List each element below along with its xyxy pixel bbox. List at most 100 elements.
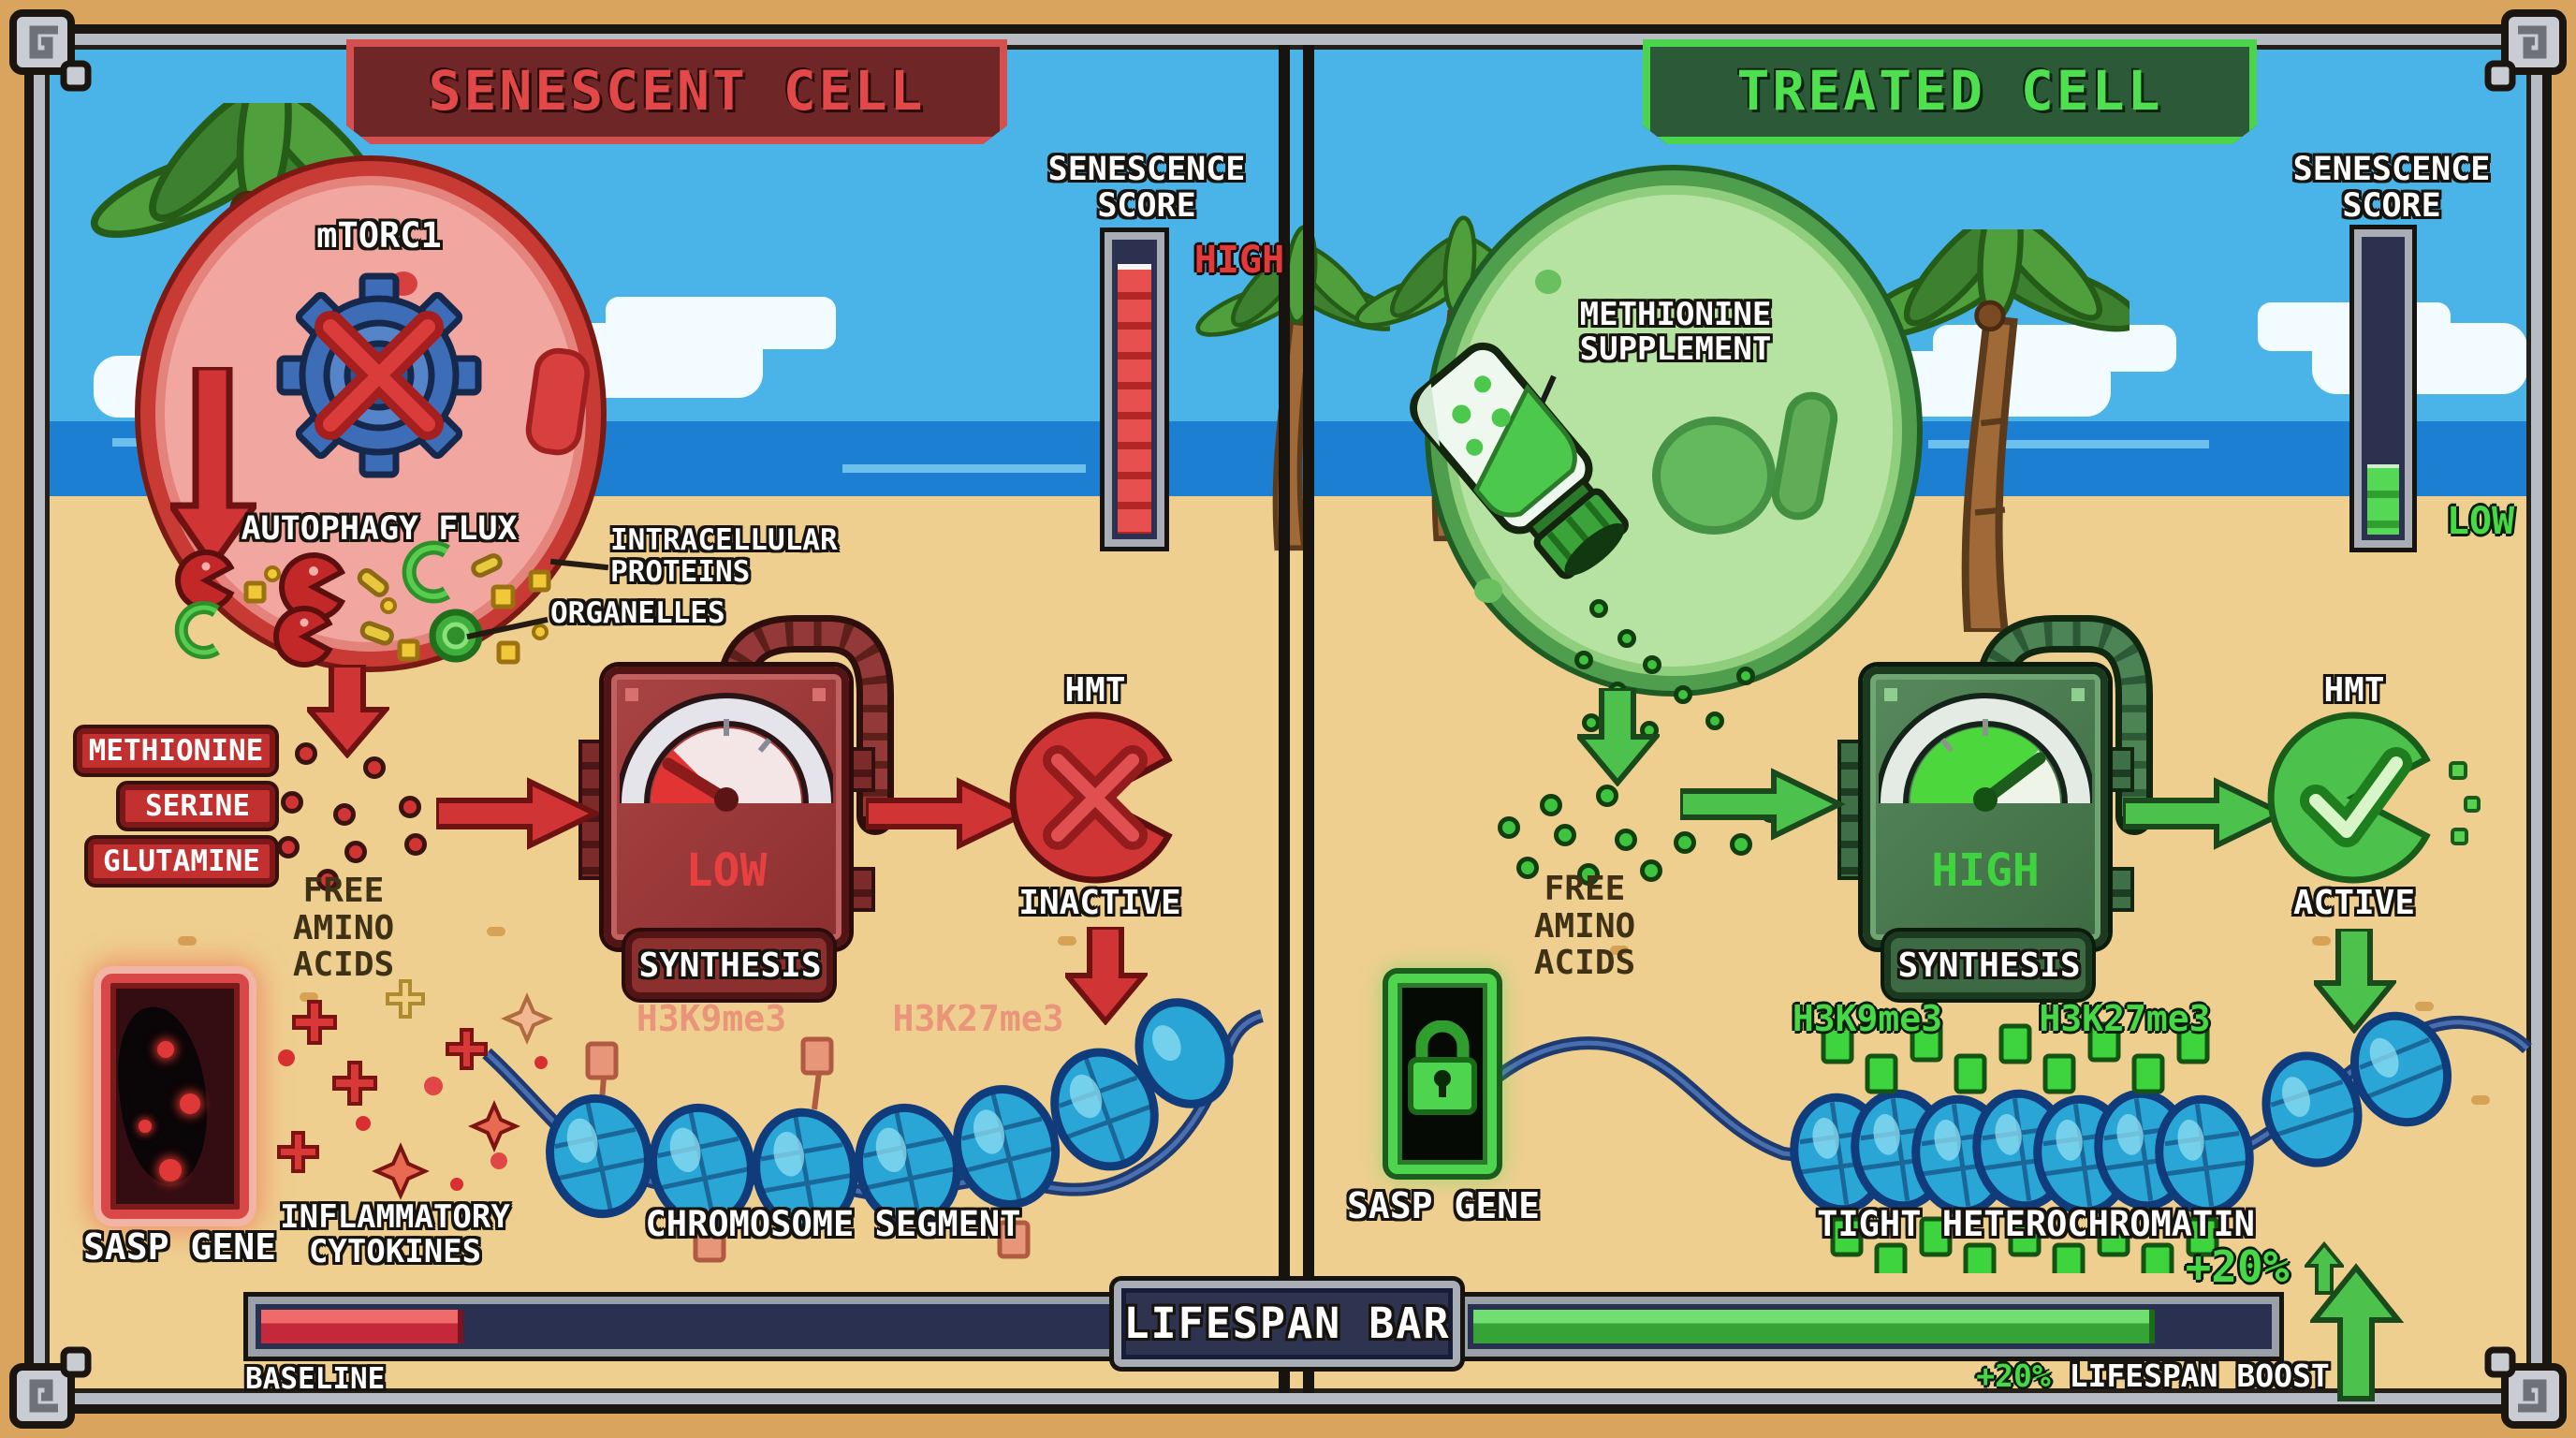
boost-caption: +20% LIFESPAN BOOST <box>1956 1357 2349 1394</box>
amino-acid-dot <box>399 796 421 818</box>
hmt-label-right: HMT <box>2323 671 2385 710</box>
supplement-dot <box>1617 629 1636 648</box>
autophagy-down-arrow-icon <box>170 367 256 568</box>
machine-outlet <box>845 867 875 912</box>
chromosome-segment-left <box>482 998 1265 1263</box>
right-senescence-score-label: SENESCENCE SCORE <box>2292 151 2491 225</box>
sand-speck <box>178 936 197 946</box>
synthesis-level-left: LOW <box>685 844 768 897</box>
x-mark-icon <box>1043 745 1148 850</box>
sand-speck <box>2415 1002 2434 1011</box>
pacman-icon <box>273 606 333 668</box>
amino-acid-dot <box>1516 857 1539 879</box>
nucleosome <box>952 1085 1061 1209</box>
organelles-label: ORGANELLES <box>550 596 725 630</box>
gauge-icon <box>1879 693 2092 812</box>
hmt-enzyme-inactive <box>1009 712 1173 884</box>
amino-acid-dot <box>1577 863 1600 886</box>
protein-square <box>243 580 267 604</box>
left-score-level: HIGH <box>1193 239 1285 282</box>
right-panel-title: TREATED CELL <box>1736 59 2163 124</box>
cell-green-dot <box>1535 270 1561 294</box>
autophagy-flux-label: AUTOPHAGY FLUX <box>241 510 518 548</box>
lifespan-bar-label: LIFESPAN BAR <box>1123 1299 1451 1349</box>
nucleosome <box>546 1093 652 1219</box>
frame-gray-band <box>34 34 2542 1404</box>
amino-acid-dot <box>1498 816 1520 839</box>
cloud <box>2312 323 2527 394</box>
methyl-tag <box>800 1036 834 1110</box>
flow-arrow-icon <box>866 777 1032 850</box>
sand-speck <box>2471 1095 2490 1105</box>
nucleosome <box>752 1108 858 1233</box>
nucleosome <box>1050 1048 1159 1171</box>
boost-caption-percent: +20% <box>1976 1357 2051 1394</box>
amino-acid-dot <box>404 833 427 856</box>
chromosome-segment-caption: CHROMOSOME SEGMENT <box>645 1204 1021 1244</box>
inflammatory-cytokines-label: INFLAMMATORY CYTOKINES <box>280 1198 510 1271</box>
machine-outlet <box>2104 867 2134 912</box>
sasp-dot <box>157 1041 174 1058</box>
sasp-gene-label-right: SASP GENE <box>1347 1185 1540 1226</box>
nucleosome <box>2155 1094 2254 1216</box>
h3k27me3-label-left: H3K27me3 <box>892 998 1064 1039</box>
cytokine-sparkles <box>277 979 553 1200</box>
sasp-gene-locked <box>1388 974 1497 1174</box>
baseline-label: BASELINE <box>245 1362 386 1396</box>
panel-divider <box>1303 45 1314 1393</box>
synthesis-level-right: HIGH <box>1931 844 2040 897</box>
supplement-dot <box>1643 655 1661 674</box>
tight-heterochromatin-caption: TIGHT HETEROCHROMATIN <box>1817 1204 2255 1244</box>
h3k9me3-label-left: H3K9me3 <box>636 998 787 1039</box>
flow-arrow-icon <box>2123 777 2289 850</box>
methionine-box: METHIONINE <box>77 728 275 773</box>
lifespan-up-arrow-icon <box>2310 1263 2404 1401</box>
protein-square <box>496 640 520 665</box>
machine-screw <box>625 688 638 701</box>
amino-acid-dot <box>1596 785 1618 807</box>
hmt-status-left: INACTIVE <box>1018 884 1181 922</box>
lifespan-bar-badge: LIFESPAN BAR <box>1114 1281 1460 1367</box>
machine-base-left <box>625 932 833 999</box>
cell-green-dot <box>1474 579 1502 603</box>
amino-acid-dot <box>1730 833 1752 856</box>
corner-ornament <box>9 1346 92 1429</box>
machine-screw <box>1884 688 1897 701</box>
synthesis-label-right: SYNTHESIS <box>1897 946 2081 985</box>
supplement-dot <box>1574 651 1593 669</box>
nucleosome <box>2261 1051 2363 1167</box>
corner-ornament <box>2484 9 2567 92</box>
hmt-status-right: ACTIVE <box>2292 884 2416 922</box>
supplement-dot <box>1589 599 1608 618</box>
machine-screw <box>2071 688 2085 701</box>
chromosome-segment-right <box>1498 1011 2532 1273</box>
cell-output-arrow-icon <box>307 665 389 758</box>
serine-box: SERINE <box>120 785 275 828</box>
sasp-dot <box>159 1159 182 1181</box>
cell-output-arrow-icon <box>1577 688 1660 786</box>
gauge-icon <box>620 693 833 812</box>
x-mark-icon <box>315 311 444 440</box>
gear-icon <box>276 272 482 478</box>
amino-acid-dot <box>281 791 303 814</box>
sand-speck <box>1610 946 1629 955</box>
corner-ornament <box>2484 1346 2567 1429</box>
amino-acid-dot <box>333 803 356 826</box>
left-panel-title: SENESCENT CELL <box>428 59 926 124</box>
supplement-dot <box>1705 712 1724 730</box>
protein-worm <box>359 621 394 646</box>
palm-tree-icon <box>1854 229 2130 632</box>
right-score-fill <box>2367 463 2399 535</box>
amino-acid-dot <box>344 841 367 863</box>
mtorc1-label: mTORC1 <box>316 215 442 256</box>
flow-arrow-icon <box>436 777 602 850</box>
ocean-highlight <box>842 464 1086 473</box>
pacman-icon <box>175 550 235 611</box>
sand-speck <box>487 927 505 936</box>
lifespan-fill-baseline <box>261 1310 463 1343</box>
protein-square <box>528 569 551 593</box>
sand-speck <box>2312 936 2331 946</box>
autophagy-pacman-cluster <box>174 540 551 668</box>
intracellular-proteins-label: INTRACELLULAR PROTEINS <box>610 523 838 590</box>
boost-caption-text: LIFESPAN BOOST <box>2069 1357 2330 1394</box>
